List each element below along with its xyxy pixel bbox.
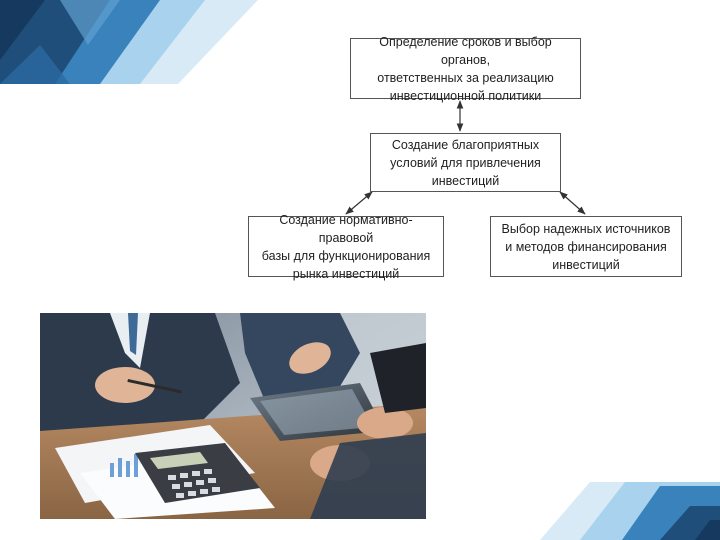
box-define-terms-and-bodies: Определение сроков и выбор органов, отве… <box>350 35 581 103</box>
box-financing-sources: Выбор надежных источников и методов фина… <box>490 216 682 277</box>
box-favorable-conditions: Создание благоприятных условий для привл… <box>370 133 561 192</box>
arrow-middle-right <box>559 191 586 215</box>
box-legal-framework: Создание нормативно-правовой базы для фу… <box>248 213 444 281</box>
diagram-connectors <box>345 100 586 215</box>
bottom-right-decoration <box>540 482 720 540</box>
top-left-decoration <box>0 0 258 84</box>
arrow-middle-left <box>345 191 373 215</box>
business-meeting-photo <box>40 313 426 519</box>
